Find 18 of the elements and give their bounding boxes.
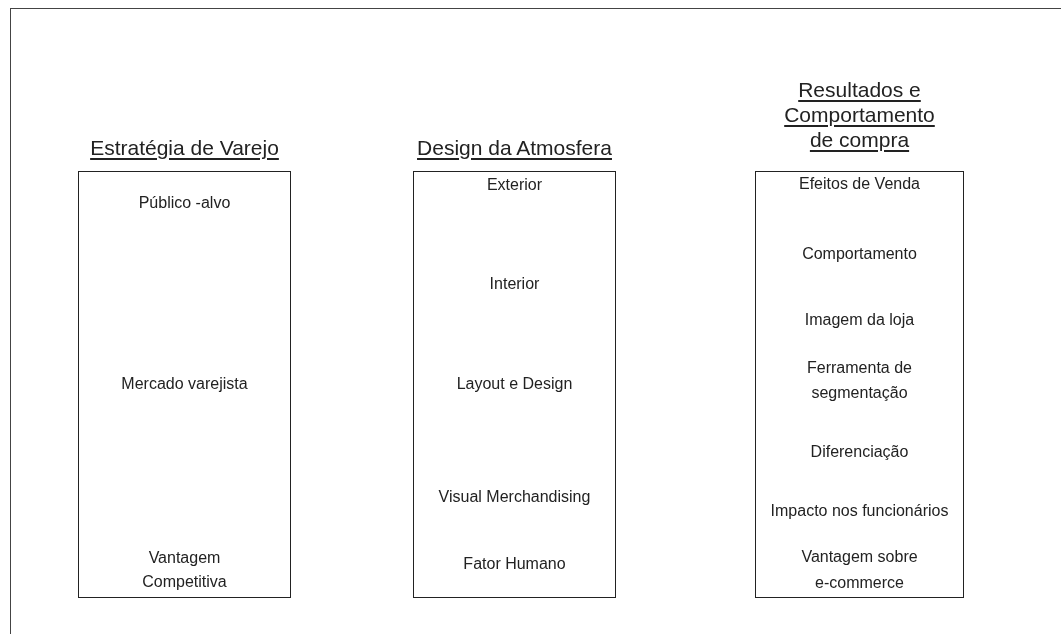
list-item: Visual Merchandising [437,488,592,506]
list-item: Interior [488,275,541,293]
list-item: Exterior [485,176,544,194]
column-heading: Resultados e Comportamento de compra [783,77,936,152]
list-item: Vantagem sobre e-commerce [800,547,919,593]
column-heading: Estratégia de Varejo [89,135,280,160]
list-item: Vantagem Competitiva [141,548,228,592]
list-item: Fator Humano [462,555,567,573]
list-item: Ferramenta de segmentação [806,358,913,403]
list-item: Imagem da loja [803,311,916,329]
list-item: Diferenciação [809,443,910,461]
list-item: Comportamento [801,245,918,263]
list-item: Mercado varejista [120,375,249,393]
list-item: Layout e Design [455,375,574,393]
column-heading: Design da Atmosfera [416,135,613,160]
list-item: Público -alvo [137,194,232,212]
list-item: Efeitos de Venda [798,175,921,193]
list-item: Impacto nos funcionários [769,502,950,520]
